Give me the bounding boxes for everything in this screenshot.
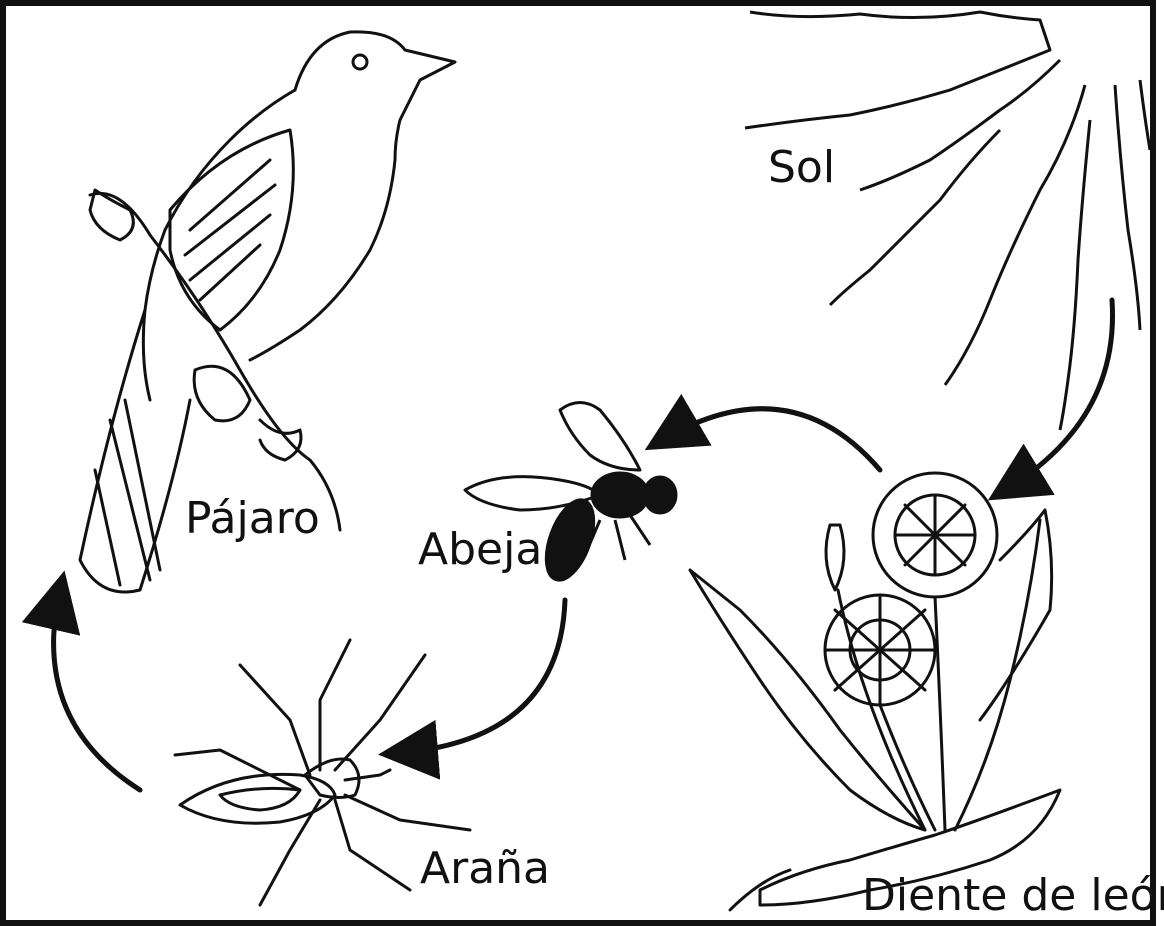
sun-icon: [745, 12, 1150, 430]
dandelion-icon: [690, 473, 1060, 910]
label-spider: Araña: [420, 847, 550, 891]
arrow-dandelion-to-bee: [662, 409, 880, 470]
label-sun: Sol: [768, 146, 835, 190]
arrow-sun-to-dandelion: [1005, 300, 1113, 490]
arrow-bee-to-spider: [398, 600, 565, 753]
label-dandelion: Diente de león: [862, 874, 1164, 918]
arrow-spider-to-bird: [54, 590, 140, 790]
label-bee: Abeja: [418, 528, 542, 572]
label-bird: Pájaro: [185, 497, 320, 541]
